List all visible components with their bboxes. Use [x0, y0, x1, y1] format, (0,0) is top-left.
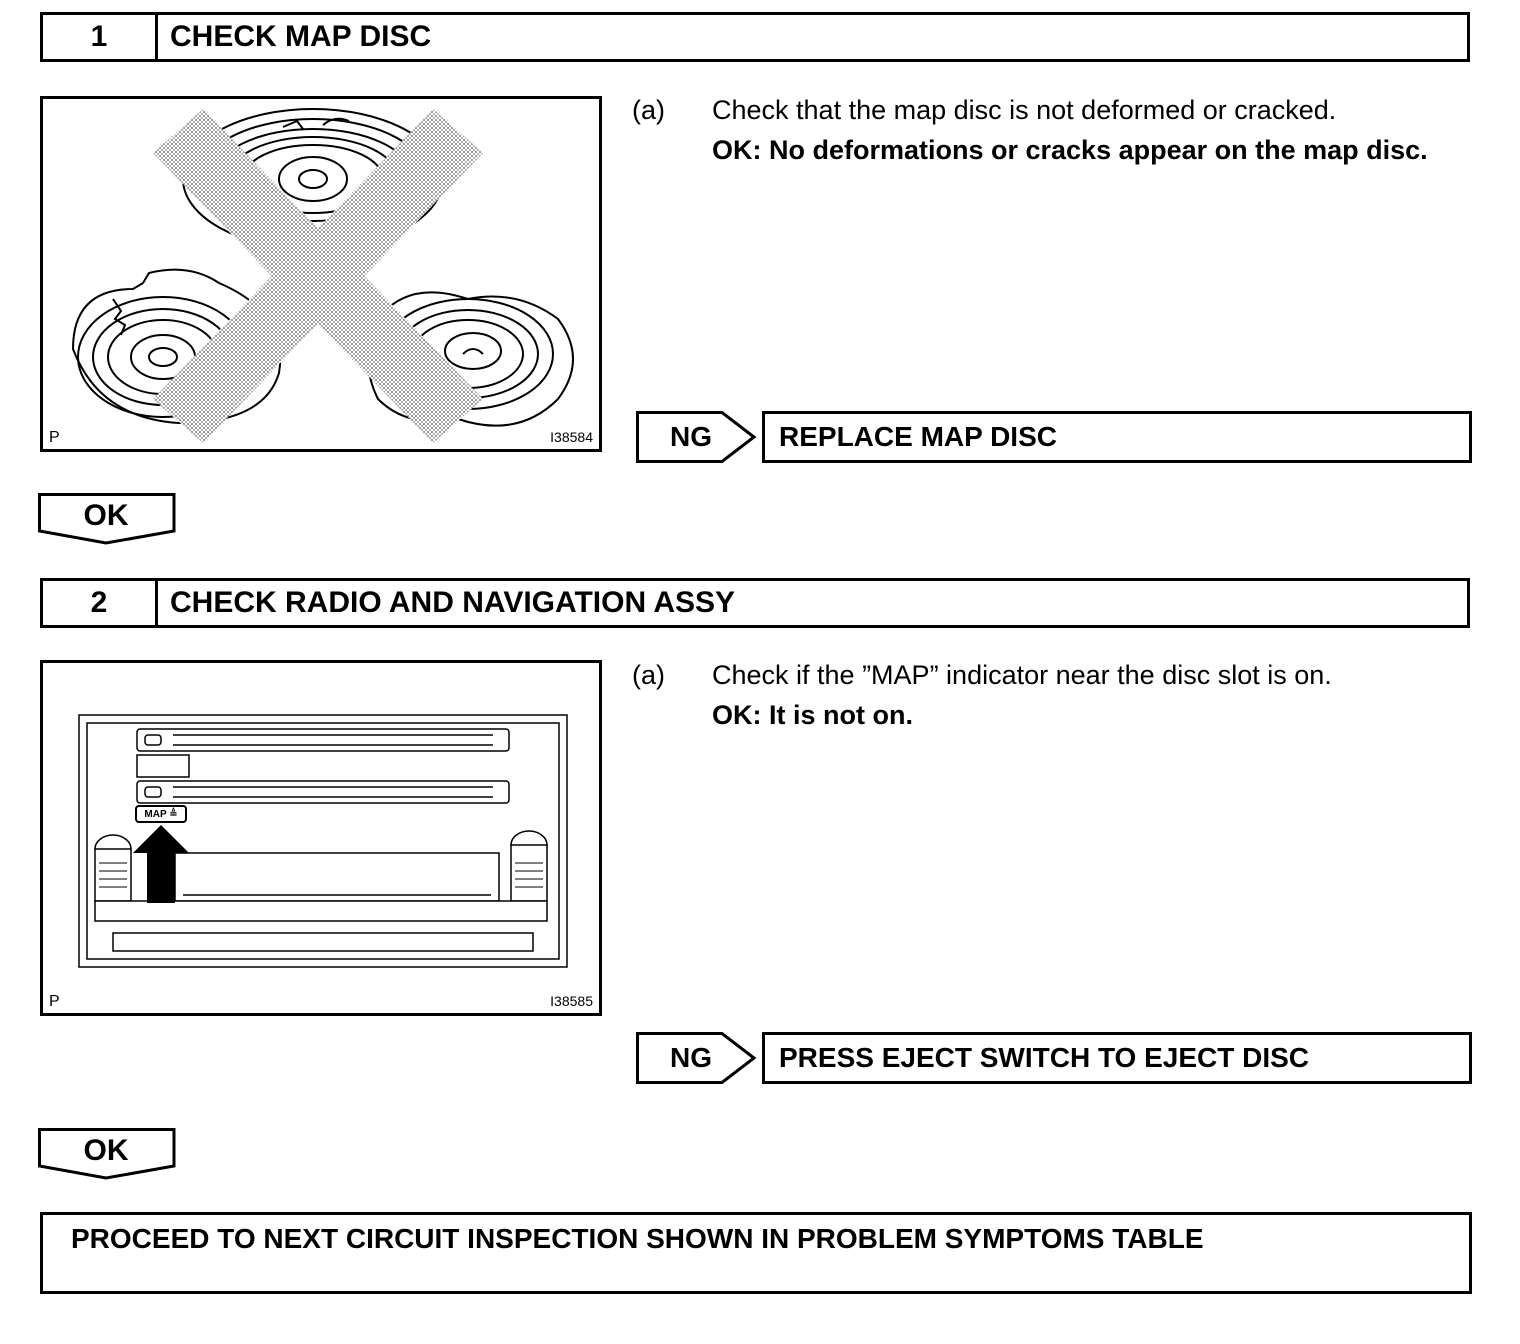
figure-id: I38584 — [550, 429, 593, 445]
ok-arrow-tag: OK — [38, 493, 178, 545]
ok-label: OK — [83, 499, 129, 532]
figure-corner-label: P — [49, 993, 60, 1010]
ng-action-text: PRESS EJECT SWITCH TO EJECT DISC — [779, 1042, 1310, 1073]
damaged-discs-drawing — [71, 108, 574, 443]
map-button-label: MAP ≜ — [144, 808, 178, 820]
ng-arrow-icon — [636, 411, 757, 463]
big-x-mark — [153, 109, 483, 443]
step-1-instruction: (a) Check that the map disc is not defor… — [632, 90, 1474, 170]
ng-label: NG — [670, 421, 712, 452]
step-title: CHECK RADIO AND NAVIGATION ASSY — [170, 586, 736, 619]
knob-lines-left — [99, 862, 127, 888]
figure-id: I38585 — [550, 993, 593, 1009]
ok-arrow-icon — [38, 1128, 176, 1180]
figure-corner-label: P — [49, 429, 60, 446]
ng-arrow-icon — [636, 1032, 757, 1084]
ok-label: OK — [83, 1134, 129, 1167]
ng-arrow-tag: NG — [636, 1032, 758, 1084]
ng-action-box: REPLACE MAP DISC — [762, 411, 1472, 463]
instruction-label: (a) — [632, 660, 665, 690]
final-action-box: PROCEED TO NEXT CIRCUIT INSPECTION SHOWN… — [40, 1212, 1472, 1294]
final-action-text: PROCEED TO NEXT CIRCUIT INSPECTION SHOWN… — [71, 1223, 1204, 1254]
ng-action-box: PRESS EJECT SWITCH TO EJECT DISC — [762, 1032, 1472, 1084]
knob-lines-right — [515, 862, 543, 888]
instruction-label: (a) — [632, 95, 665, 125]
radio-navigation-illustration: MAP ≜ P I38585 — [40, 660, 602, 1016]
ng-label: NG — [670, 1042, 712, 1073]
step-title: CHECK MAP DISC — [170, 20, 432, 53]
map-disc-illustration: P I38584 — [40, 96, 602, 452]
ok-arrow-icon — [38, 493, 176, 545]
map-button: MAP ≜ — [135, 805, 187, 823]
ok-criteria: OK: No deformations or cracks appear on … — [712, 135, 1428, 165]
instruction-text: Check if the ”MAP” indicator near the di… — [712, 660, 1332, 690]
up-arrow-pointer — [133, 825, 189, 903]
step-1-header: 1 CHECK MAP DISC — [40, 12, 1470, 62]
instruction-text: Check that the map disc is not deformed … — [712, 95, 1337, 125]
ok-criteria: OK: It is not on. — [712, 700, 913, 730]
radio-unit-drawing — [78, 714, 568, 968]
ng-action-text: REPLACE MAP DISC — [779, 421, 1057, 452]
ok-arrow-tag: OK — [38, 1128, 178, 1180]
step-number: 2 — [43, 581, 158, 625]
step-number: 1 — [43, 15, 158, 59]
step-2-instruction: (a) Check if the ”MAP” indicator near th… — [632, 655, 1474, 735]
step-2-header: 2 CHECK RADIO AND NAVIGATION ASSY — [40, 578, 1470, 628]
ng-arrow-tag: NG — [636, 411, 758, 463]
